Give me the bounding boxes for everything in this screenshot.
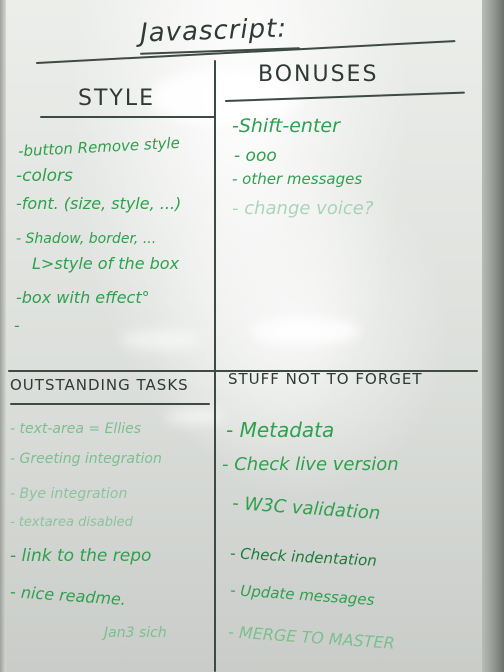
bonus-item: - ooo [234,146,277,166]
light-glare [165,410,225,424]
whiteboard-frame-left [0,0,6,672]
forget-item: - Update messages [229,580,375,610]
task-item: - text-area = Ellies [10,421,142,437]
forget-item: - Check live version [222,454,399,475]
forget-item: - Check indentation [229,544,378,570]
stuff-not-to-forget-header: STUFF NOT TO FORGET [228,370,423,388]
light-glare [120,330,200,350]
forget-item: - MERGE TO MASTER [227,622,396,653]
bottom-left-header-underline [10,403,210,405]
bonus-item: -Shift-enter [232,115,340,137]
middle-horizontal-line [8,370,478,372]
vertical-divider [214,60,216,672]
forget-item: - Metadata [226,418,335,442]
style-header: STYLE [78,86,155,111]
bonus-item: - other messages [232,170,363,188]
style-item: -button Remove style [17,133,181,161]
bonuses-header: BONUSES [258,62,379,87]
outstanding-tasks-header: OUTSTANDING TASKS [10,376,189,394]
style-item: - Shadow, border, ... [16,231,157,247]
task-item: - Greeting integration [10,451,162,467]
bonus-item: - change voice? [232,198,374,219]
forget-item: - W3C validation [231,492,381,525]
style-item: -colors [16,166,73,186]
left-header-underline [40,116,215,118]
style-item: -box with effect° [16,288,150,307]
whiteboard-frame-right [482,0,504,672]
light-glare [250,318,360,344]
task-item: Jan3 sich [104,625,167,641]
task-item: - link to the repo [10,546,152,566]
style-item: - [14,316,20,335]
style-item: -font. (size, style, ...) [16,194,182,213]
task-item: - nice readme. [9,581,127,610]
task-item: - Bye integration [10,486,128,502]
board-title: Javascript: [139,13,288,49]
style-item: L>style of the box [32,254,180,273]
task-item: - textarea disabled [10,515,133,530]
